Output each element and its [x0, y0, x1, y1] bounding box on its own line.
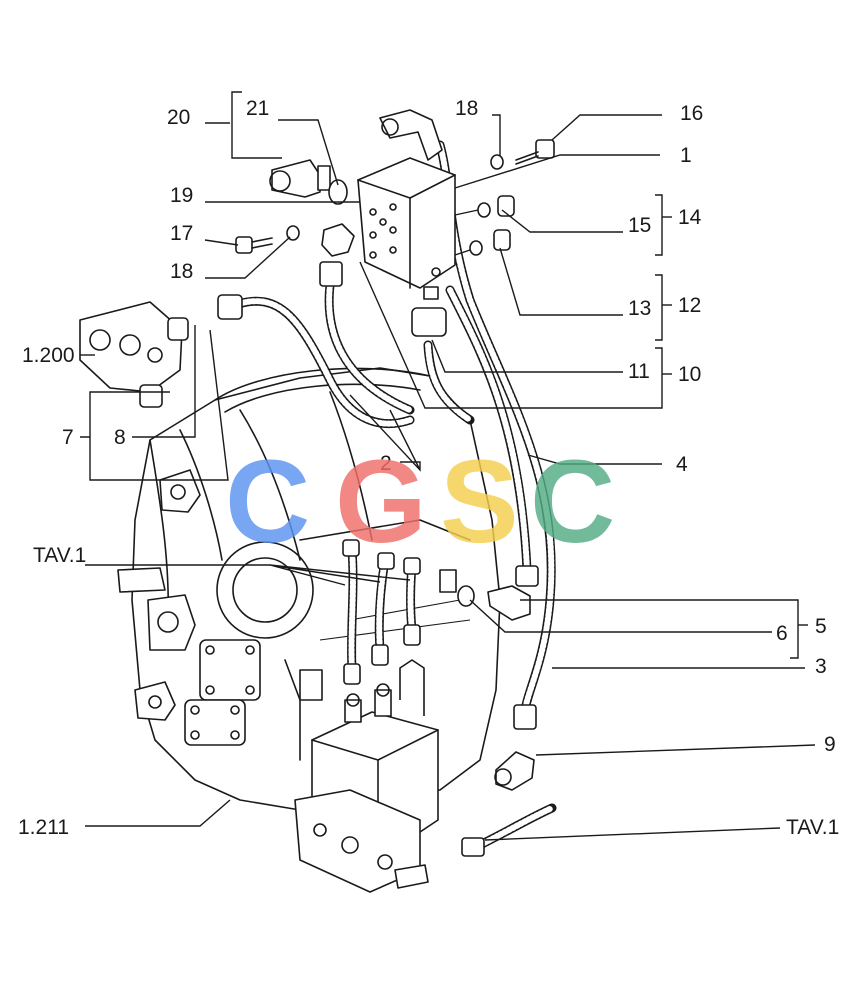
callout-15: 15: [628, 214, 651, 237]
cgsc-watermark: C G S C: [225, 436, 615, 568]
distribution-block: [357, 157, 456, 337]
transmission-housing: [117, 367, 501, 811]
callout-13: 13: [628, 297, 651, 320]
small-parts: [79, 139, 555, 791]
callout-16: 16: [680, 102, 703, 125]
callout-tav1-right: TAV.1: [786, 816, 839, 839]
callout-8: 8: [114, 426, 126, 449]
watermark-letter: C: [530, 436, 615, 568]
watermark-letter: G: [335, 436, 427, 568]
control-valve-assembly: [294, 659, 439, 893]
callout-11: 11: [628, 360, 650, 383]
callout-5: 5: [815, 615, 827, 638]
callout-1-200: 1.200: [22, 344, 75, 367]
callout-2: 2: [380, 452, 392, 475]
callout-18-top: 18: [455, 97, 478, 120]
watermark-letter: C: [225, 436, 310, 568]
callout-10: 10: [678, 363, 701, 386]
callout-6: 6: [776, 622, 788, 645]
callout-tav1-left: TAV.1: [33, 544, 86, 567]
callout-7: 7: [62, 426, 74, 449]
callout-3: 3: [815, 655, 827, 678]
callout-17: 17: [170, 222, 193, 245]
callout-1: 1: [680, 144, 692, 167]
callout-4: 4: [676, 453, 688, 476]
callout-14: 14: [678, 206, 702, 229]
callout-18: 18: [170, 260, 193, 283]
callout-20: 20: [167, 106, 190, 129]
callout-labels: 20 21 18 16 1 19 17 18 15 14 13 12 1.200…: [18, 97, 839, 839]
callout-9: 9: [824, 733, 836, 756]
leader-lines: [80, 91, 816, 841]
callout-19: 19: [170, 184, 193, 207]
watermark-letter: S: [440, 436, 519, 568]
callout-12: 12: [678, 294, 701, 317]
callout-21: 21: [246, 97, 269, 120]
callout-1-211: 1.211: [18, 816, 69, 839]
